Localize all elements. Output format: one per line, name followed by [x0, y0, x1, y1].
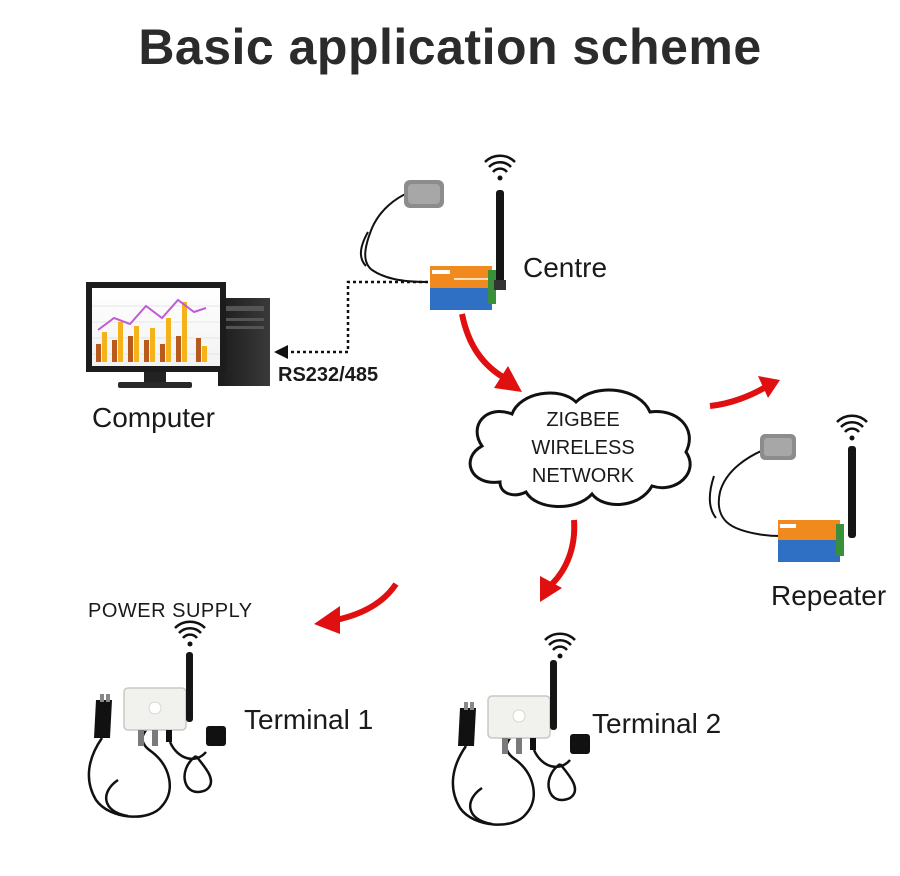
wifi-icon	[174, 620, 206, 647]
repeater-device-icon	[708, 434, 856, 562]
terminal-box-icon	[87, 652, 226, 818]
wifi-icon	[484, 154, 516, 181]
power-supply-label: POWER SUPPLY	[88, 600, 253, 622]
wifi-icon	[544, 632, 576, 659]
screen-chart-bars	[96, 302, 207, 362]
cloud-line-3: NETWORK	[532, 465, 635, 487]
terminal1-label: Terminal 1	[244, 704, 374, 735]
red-arrows	[314, 313, 780, 634]
page-title: Basic application scheme	[138, 19, 762, 75]
zigbee-network-cloud: ZIGBEE WIRELESS NETWORK	[468, 388, 692, 508]
repeater-label: Repeater	[771, 580, 887, 611]
terminal2-label: Terminal 2	[592, 708, 722, 739]
cloud-line-1: ZIGBEE	[546, 409, 619, 431]
wifi-icon	[836, 414, 868, 441]
gateway-device-icon	[360, 180, 506, 310]
cloud-line-2: WIRELESS	[531, 437, 634, 459]
computer-icon	[86, 282, 270, 388]
serial-link	[274, 280, 428, 359]
centre-label: Centre	[523, 252, 608, 283]
terminal-box-icon	[451, 660, 590, 826]
computer-label: Computer	[92, 402, 215, 433]
serial-link-label: RS232/485	[278, 364, 379, 386]
